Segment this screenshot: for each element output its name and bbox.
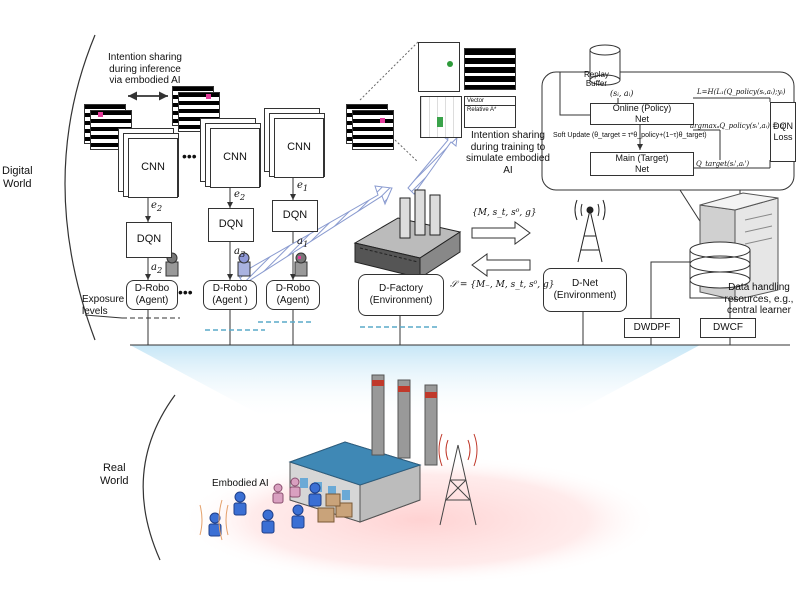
online-net-line-2: Net: [634, 114, 649, 124]
intention-inference-note: Intention sharing during inference via e…: [90, 52, 200, 87]
intention-training-line-3: simulate embodied: [466, 153, 550, 164]
digital-robot-icons: [165, 252, 308, 277]
replay-buffer-line-2: Buffer: [585, 79, 608, 89]
loss-equation: L=H(L₁(Q_policy(sᵢ,aᵢ);yᵢ): [697, 88, 786, 96]
real-world-label-line-1: Real: [102, 462, 126, 474]
agent-1-dlabel[interactable]: D-Robo(Agent): [126, 280, 178, 310]
agent-2-latent: e2: [234, 189, 246, 202]
argmax-equation: argmaxₐQ_policy(sᵢ',aᵢ) = a': [690, 122, 787, 130]
real-world-robots: [208, 477, 322, 537]
ellipsis-bottom: •••: [178, 284, 193, 300]
agent-2-action: a3: [234, 246, 246, 259]
hatched-arrow-agent-factory: [237, 185, 393, 285]
digital-world-label-line-2: World: [3, 177, 32, 190]
exposure-levels-note: Exposure levels: [82, 294, 124, 317]
agent-1-label-line-1: D-Robo: [134, 283, 170, 294]
data-handling-note: Data handling resources, e.g., central l…: [718, 282, 800, 317]
intention-inference-line-1: Intention sharing: [108, 52, 182, 63]
target-q-label: Q_target(sᵢ',aᵢ'): [696, 160, 750, 168]
digital-antenna-icon: [574, 199, 606, 263]
vector-title: Vector: [465, 97, 515, 106]
signal-waves: [199, 499, 229, 541]
real-antenna-icon: [438, 433, 478, 526]
replay-buffer-cylinder: [589, 44, 621, 86]
transition-label: (sᵢ, aᵢ): [610, 89, 634, 98]
intention-training-line-4: AI: [503, 164, 513, 176]
agent-2-cnn: CNN: [210, 128, 260, 188]
target-net-line-1: Main (Target): [615, 153, 669, 164]
d-net-box[interactable]: D-Net(Environment): [543, 268, 627, 312]
projection-beam: [130, 345, 700, 420]
exposure-levels-line-1: Exposure: [82, 294, 125, 305]
dqn-loss-line-2: Loss: [773, 132, 793, 142]
agent-2-dlabel[interactable]: D-Robo(Agent ): [203, 280, 257, 310]
digital-world-bracket: [64, 34, 96, 341]
dwcf-box[interactable]: DWCF: [700, 318, 756, 338]
target-net-box[interactable]: Main (Target)Net: [590, 152, 694, 176]
intention-inference-line-2: during inference: [109, 63, 181, 75]
data-handling-line-1: Data handling: [728, 282, 790, 293]
digital-factory-icon: [353, 189, 462, 279]
online-net-box[interactable]: Online (Policy)Net: [590, 103, 694, 125]
intention-training-line-2: during training to: [470, 141, 546, 153]
agent-3-dqn: DQN: [272, 200, 318, 232]
agent-3-latent: e1: [297, 180, 309, 193]
agent-2-dqn: DQN: [208, 208, 254, 242]
agent-1-action: a2: [151, 262, 163, 275]
agent-3-action: a1: [297, 236, 309, 249]
exposure-levels-line-2: levels: [82, 305, 108, 317]
intention-inference-line-3: via embodied AI: [109, 75, 181, 86]
data-handling-line-2: resources, e.g.,: [724, 293, 794, 305]
d-factory-box[interactable]: D-Factory(Environment): [358, 274, 444, 316]
digital-world-label-line-1: Digital: [2, 165, 33, 177]
storage-cylinder: [689, 241, 751, 289]
dwdpf-box[interactable]: DWDPF: [624, 318, 680, 338]
d-factory-line-1: D-Factory: [379, 283, 423, 294]
agent-1-latent: e2: [151, 200, 163, 213]
online-net-line-1: Online (Policy): [612, 103, 672, 114]
data-handling-line-3: central learner: [727, 305, 791, 316]
cardboard-boxes: [317, 493, 353, 523]
intention-training-line-1: Intention sharing: [471, 130, 545, 141]
agent-1-label-line-2: (Agent): [135, 295, 169, 306]
state-set-bottom: 𝒮 = {M₋, M, s_t, s⁰, g}: [450, 280, 555, 290]
dqn-loss-line-1: DQN: [773, 121, 793, 132]
state-set-top: {M, s_t, s⁰, g}: [472, 208, 537, 218]
agent-3-dlabel[interactable]: D-Robo(Agent): [266, 280, 320, 310]
agent-3-label-line-2: (Agent): [276, 295, 310, 306]
relative-a-label: Relative A*: [467, 107, 497, 113]
agent-1-cnn: CNN: [128, 138, 178, 198]
agent-2-label-line-2: (Agent ): [212, 295, 248, 306]
real-world-label-line-2: World: [100, 474, 129, 487]
replay-buffer-label: Replay Buffer: [584, 70, 609, 88]
soft-update-label: Soft Update (θ_target = τ*θ_policy+(1−τ)…: [553, 132, 707, 139]
agent-1-dqn: DQN: [126, 222, 172, 258]
replay-buffer-line-1: Replay: [584, 70, 609, 79]
real-world-label: Real World: [100, 462, 129, 487]
agent-2-label-line-1: D-Robo: [212, 283, 248, 294]
d-net-line-2: (Environment): [553, 290, 617, 301]
agent-3-label-line-1: D-Robo: [275, 283, 311, 294]
intention-training-note: Intention sharing during training to sim…: [448, 130, 568, 176]
d-factory-line-2: (Environment): [369, 295, 433, 306]
target-net-line-2: Net: [634, 164, 649, 174]
real-world-bracket: [142, 394, 176, 561]
embodied-ai-label: Embodied AI: [212, 478, 269, 489]
ellipsis-top: •••: [182, 148, 197, 164]
digital-world-label: Digital World: [2, 165, 33, 190]
d-net-line-1: D-Net: [571, 278, 599, 289]
agent-3-cnn: CNN: [274, 118, 324, 178]
